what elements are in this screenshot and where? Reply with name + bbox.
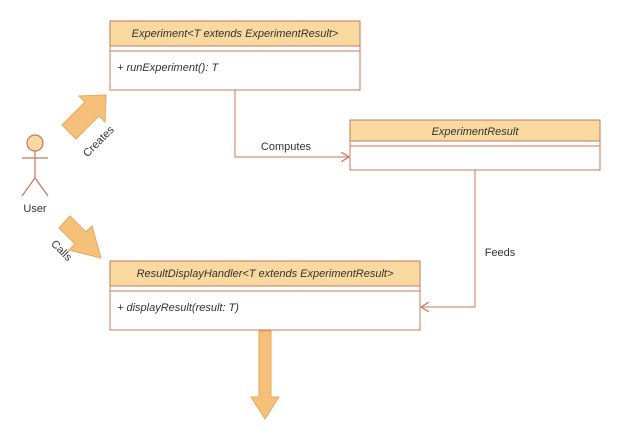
actor-label: User bbox=[23, 203, 47, 215]
class-experiment-result-body bbox=[349, 140, 601, 171]
class-experiment-result-title: ExperimentResult bbox=[432, 126, 520, 138]
class-experiment[interactable]: Experiment<T extends ExperimentResult> +… bbox=[109, 20, 361, 91]
class-result-display-handler-body bbox=[109, 285, 421, 331]
class-result-display-handler[interactable]: ResultDisplayHandler<T extends Experimen… bbox=[109, 260, 421, 331]
calls-label: Calls bbox=[48, 238, 74, 264]
feeds-connector[interactable]: Feeds bbox=[421, 170, 519, 307]
computes-connector[interactable]: Computes bbox=[234, 90, 349, 157]
computes-label: Computes bbox=[261, 141, 312, 153]
class-result-display-handler-member: + displayResult(result: T) bbox=[117, 302, 239, 314]
output-arrow-shape bbox=[250, 330, 280, 420]
class-experiment-body bbox=[109, 45, 361, 91]
actor-head bbox=[26, 134, 44, 152]
class-experiment-header bbox=[109, 20, 361, 47]
creates-arrow[interactable]: Creates bbox=[61, 94, 117, 160]
actor-right-leg bbox=[34, 177, 49, 197]
output-arrow[interactable] bbox=[250, 330, 280, 420]
class-experiment-member: + runExperiment(): T bbox=[117, 62, 219, 74]
calls-arrow-shape bbox=[58, 215, 102, 259]
class-experiment-result[interactable]: ExperimentResult bbox=[349, 119, 601, 171]
class-result-display-handler-title: ResultDisplayHandler<T extends Experimen… bbox=[137, 268, 394, 280]
actor-user[interactable]: User bbox=[21, 134, 49, 215]
creates-arrow-shape bbox=[61, 94, 107, 140]
feeds-line bbox=[421, 170, 476, 307]
actor-left-leg bbox=[21, 177, 36, 197]
calls-arrow[interactable]: Calls bbox=[48, 215, 102, 264]
computes-line bbox=[234, 90, 349, 157]
feeds-label-bg bbox=[481, 244, 519, 260]
class-experiment-title: Experiment<T extends ExperimentResult> bbox=[132, 28, 339, 40]
class-result-display-handler-header bbox=[109, 260, 421, 287]
feeds-label: Feeds bbox=[485, 247, 516, 259]
